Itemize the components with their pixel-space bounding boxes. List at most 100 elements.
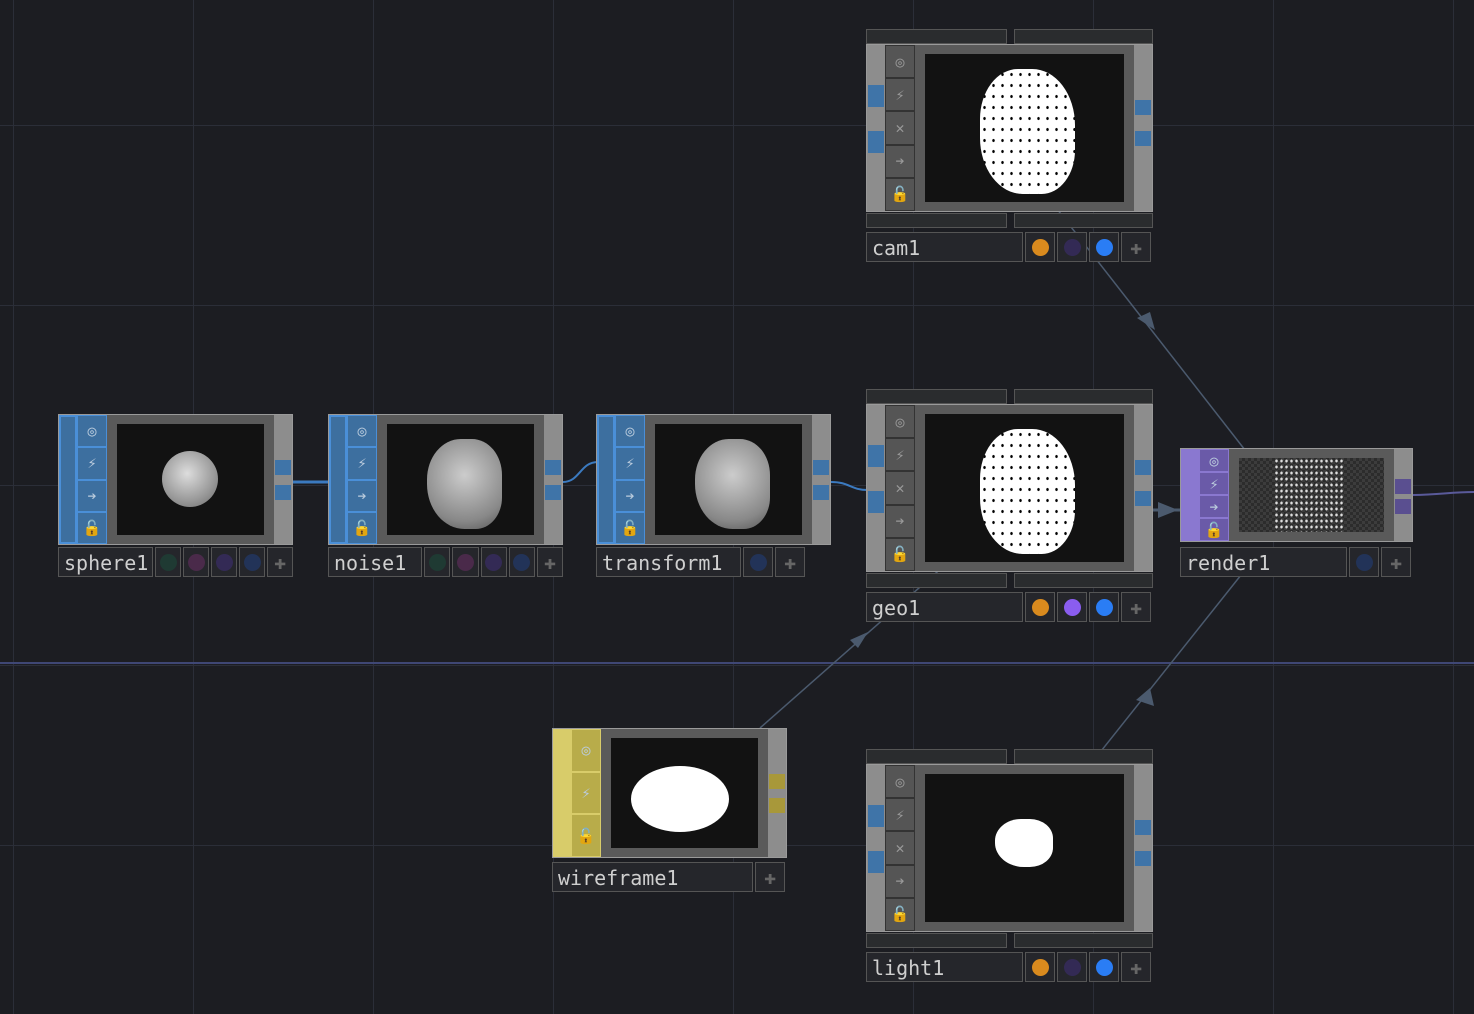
lock-icon[interactable]: 🔓 bbox=[885, 537, 915, 572]
output-connector[interactable] bbox=[275, 460, 291, 475]
add-button[interactable]: ✚ bbox=[1381, 547, 1411, 577]
node-flag-button[interactable] bbox=[1025, 952, 1055, 982]
clone-icon[interactable]: ✕ bbox=[885, 111, 915, 145]
output-strip[interactable] bbox=[1394, 449, 1412, 541]
node-body[interactable]: ◎⚡✕➔🔓 bbox=[866, 44, 1153, 212]
node-name[interactable]: render1 bbox=[1180, 547, 1347, 577]
input-connector[interactable] bbox=[868, 131, 884, 153]
comp-connector-bar[interactable] bbox=[1014, 213, 1153, 228]
node-flag-button[interactable] bbox=[452, 547, 479, 577]
node-flag-button[interactable] bbox=[1057, 952, 1087, 982]
add-button[interactable]: ✚ bbox=[1121, 952, 1151, 982]
add-button[interactable]: ✚ bbox=[267, 547, 294, 577]
input-strip[interactable] bbox=[867, 405, 885, 571]
input-connector[interactable] bbox=[868, 85, 884, 107]
node-flag-button[interactable] bbox=[183, 547, 210, 577]
node-body[interactable]: ◎⚡➔🔓 bbox=[58, 414, 293, 545]
input-connector[interactable] bbox=[868, 805, 884, 827]
node-flag-button[interactable] bbox=[239, 547, 266, 577]
clone-icon[interactable]: ✕ bbox=[885, 831, 915, 865]
node-viewer[interactable] bbox=[601, 729, 768, 857]
node-name[interactable]: cam1 bbox=[866, 232, 1023, 262]
output-strip[interactable] bbox=[274, 415, 292, 544]
comp-connector-bar[interactable] bbox=[1014, 573, 1153, 588]
output-connector[interactable] bbox=[813, 485, 829, 500]
node-body[interactable]: ◎⚡🔓 bbox=[552, 728, 787, 858]
node-name[interactable]: sphere1 bbox=[58, 547, 154, 577]
viewer-icon[interactable]: ◎ bbox=[885, 765, 915, 799]
display-icon[interactable]: ➔ bbox=[347, 479, 377, 512]
comp-connector-bar[interactable] bbox=[866, 213, 1007, 228]
comp-connector-bar[interactable] bbox=[1014, 29, 1153, 44]
viewer-icon[interactable]: ◎ bbox=[885, 405, 915, 439]
node-viewer[interactable] bbox=[915, 765, 1134, 931]
display-icon[interactable]: ➔ bbox=[1199, 495, 1229, 518]
viewer-icon[interactable]: ◎ bbox=[571, 729, 601, 772]
input-strip[interactable] bbox=[867, 45, 885, 211]
bypass-icon[interactable]: ⚡ bbox=[1199, 472, 1229, 495]
input-connector[interactable] bbox=[868, 491, 884, 513]
output-connector[interactable] bbox=[1135, 131, 1151, 146]
output-strip[interactable] bbox=[812, 415, 830, 544]
add-button[interactable]: ✚ bbox=[755, 862, 785, 892]
bypass-icon[interactable]: ⚡ bbox=[615, 447, 645, 480]
comp-connector-bar[interactable] bbox=[1014, 749, 1153, 764]
node-viewer[interactable] bbox=[1229, 449, 1394, 541]
input-strip[interactable] bbox=[867, 765, 885, 931]
node-body[interactable]: ◎⚡➔🔓 bbox=[596, 414, 831, 545]
viewer-icon[interactable]: ◎ bbox=[885, 45, 915, 79]
node-flag-button[interactable] bbox=[155, 547, 182, 577]
node-flag-button[interactable] bbox=[211, 547, 238, 577]
node-viewer[interactable] bbox=[107, 415, 274, 544]
bypass-icon[interactable]: ⚡ bbox=[885, 798, 915, 832]
node-viewer[interactable] bbox=[377, 415, 544, 544]
output-connector[interactable] bbox=[1135, 820, 1151, 835]
node-flag-button[interactable] bbox=[1057, 232, 1087, 262]
input-strip[interactable] bbox=[553, 729, 571, 857]
output-connector[interactable] bbox=[1135, 851, 1151, 866]
node-flag-button[interactable] bbox=[1025, 592, 1055, 622]
output-connector[interactable] bbox=[813, 460, 829, 475]
add-button[interactable]: ✚ bbox=[775, 547, 805, 577]
node-flag-button[interactable] bbox=[1057, 592, 1087, 622]
output-strip[interactable] bbox=[544, 415, 562, 544]
input-strip[interactable] bbox=[597, 415, 615, 544]
display-icon[interactable]: ➔ bbox=[615, 479, 645, 512]
output-strip[interactable] bbox=[1134, 405, 1152, 571]
add-button[interactable]: ✚ bbox=[1121, 232, 1151, 262]
comp-connector-bar[interactable] bbox=[1014, 933, 1153, 948]
node-flag-button[interactable] bbox=[1089, 592, 1119, 622]
output-strip[interactable] bbox=[768, 729, 786, 857]
node-body[interactable]: ◎⚡✕➔🔓 bbox=[866, 764, 1153, 932]
viewer-icon[interactable]: ◎ bbox=[77, 415, 107, 448]
output-connector[interactable] bbox=[1395, 499, 1411, 514]
bypass-icon[interactable]: ⚡ bbox=[885, 78, 915, 112]
node-name[interactable]: transform1 bbox=[596, 547, 741, 577]
output-strip[interactable] bbox=[1134, 45, 1152, 211]
output-connector[interactable] bbox=[1395, 479, 1411, 494]
comp-connector-bar[interactable] bbox=[866, 933, 1007, 948]
bypass-icon[interactable]: ⚡ bbox=[885, 438, 915, 472]
input-strip[interactable] bbox=[59, 415, 77, 544]
display-icon[interactable]: ➔ bbox=[885, 864, 915, 898]
lock-icon[interactable]: 🔓 bbox=[885, 177, 915, 212]
comp-connector-bar[interactable] bbox=[866, 389, 1007, 404]
lock-icon[interactable]: 🔓 bbox=[77, 511, 107, 544]
node-flag-button[interactable] bbox=[508, 547, 535, 577]
output-connector[interactable] bbox=[769, 773, 785, 789]
lock-icon[interactable]: 🔓 bbox=[615, 511, 645, 544]
node-name[interactable]: wireframe1 bbox=[552, 862, 753, 892]
output-connector[interactable] bbox=[275, 485, 291, 500]
bypass-icon[interactable]: ⚡ bbox=[77, 447, 107, 480]
node-flag-button[interactable] bbox=[1025, 232, 1055, 262]
output-strip[interactable] bbox=[1134, 765, 1152, 931]
node-viewer[interactable] bbox=[915, 405, 1134, 571]
node-body[interactable]: ◎⚡✕➔🔓 bbox=[866, 404, 1153, 572]
comp-connector-bar[interactable] bbox=[866, 749, 1007, 764]
add-button[interactable]: ✚ bbox=[536, 547, 564, 577]
viewer-icon[interactable]: ◎ bbox=[1199, 449, 1229, 472]
node-name[interactable]: geo1 bbox=[866, 592, 1023, 622]
lock-icon[interactable]: 🔓 bbox=[1199, 518, 1229, 541]
lock-icon[interactable]: 🔓 bbox=[571, 814, 601, 858]
lock-icon[interactable]: 🔓 bbox=[885, 897, 915, 932]
